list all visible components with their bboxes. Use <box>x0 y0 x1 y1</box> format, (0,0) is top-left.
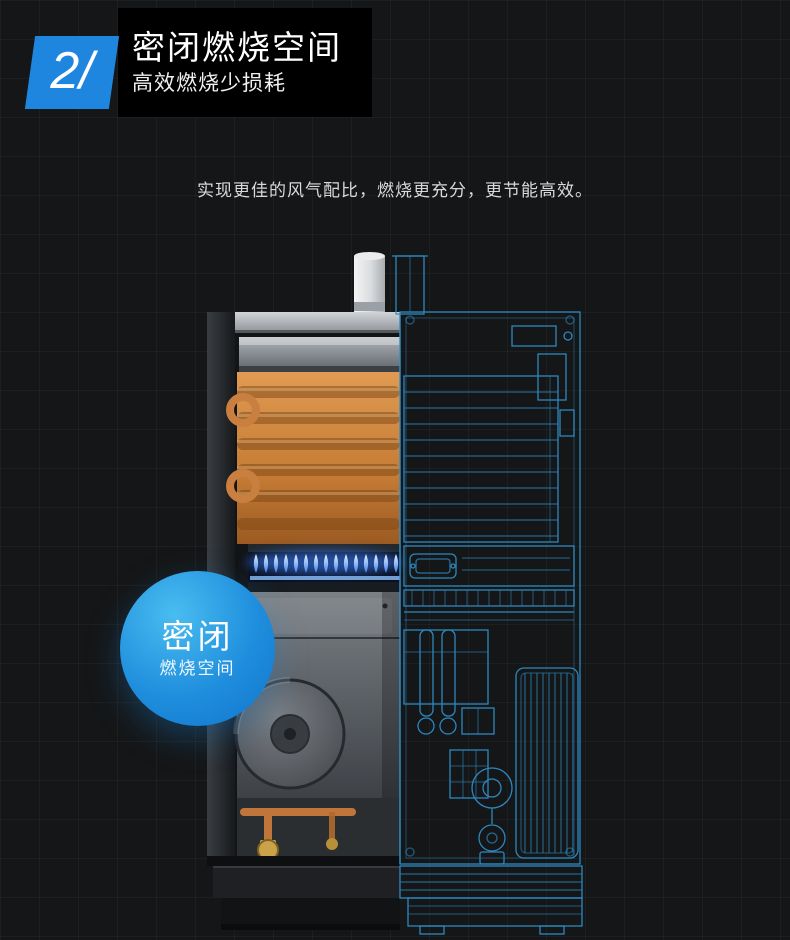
copper-pipe-loop <box>226 469 260 503</box>
section-number-badge: 2/ <box>24 36 120 109</box>
section-description: 实现更佳的风气配比，燃烧更充分，更节能高效。 <box>197 181 593 200</box>
heater-cutaway-figure <box>0 240 790 940</box>
blueprint-coils <box>403 375 559 543</box>
blueprint-base <box>399 865 583 935</box>
tank-top <box>239 337 400 372</box>
casing-top <box>235 312 400 332</box>
blueprint-exhaust-pipe <box>392 255 428 315</box>
blueprint-machinery <box>403 629 495 799</box>
blueprint-slat-row <box>403 589 575 621</box>
copper-heat-exchanger <box>226 372 400 544</box>
callout-title: 密闭 <box>161 618 234 655</box>
title-panel: 密闭燃烧空间 高效燃烧少损耗 <box>118 8 372 117</box>
blueprint-fan-box <box>515 667 579 859</box>
exhaust-pipe <box>354 252 385 316</box>
bottom-plumbing <box>237 798 400 861</box>
blueprint-pump <box>471 767 513 865</box>
copper-pipe-loop <box>226 393 260 427</box>
blueprint-screws <box>405 315 575 857</box>
heater-blueprint-half <box>392 255 583 935</box>
callout-subtitle: 燃烧空间 <box>159 659 236 678</box>
section-subtitle: 高效燃烧少损耗 <box>132 72 286 95</box>
flames <box>253 554 399 573</box>
heater-cutaway-svg <box>207 252 583 935</box>
callout-circle: 密闭 燃烧空间 <box>120 571 275 726</box>
heater-photo-half <box>207 252 402 930</box>
blueprint-control-panel <box>403 545 575 587</box>
heater-base-left <box>207 856 400 930</box>
burner-flame-row <box>246 544 402 592</box>
section-title: 密闭燃烧空间 <box>132 29 342 66</box>
badge-number: 2/ <box>50 41 94 100</box>
